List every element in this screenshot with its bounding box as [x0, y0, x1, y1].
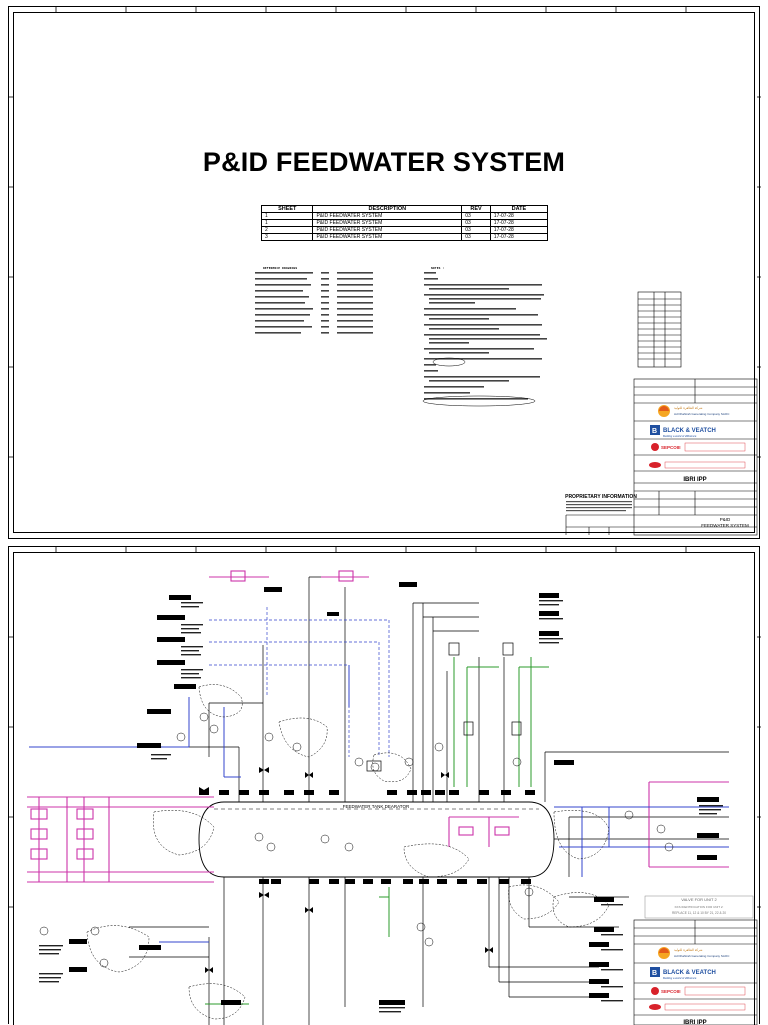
process-lines [129, 576, 729, 1025]
proprietary-heading: PROPRIETARY INFORMATION [565, 494, 637, 500]
blue-lines [29, 665, 729, 943]
label-text-lines [39, 600, 723, 1013]
drawing-title-line1: P&ID [720, 517, 731, 522]
tank-label: FEEDWATER TANK DEARATOR [343, 804, 410, 809]
flow-elements [366, 642, 522, 772]
svg-text:شركة الظاهرة للتوليد: شركة الظاهرة للتوليد [674, 948, 703, 952]
owner-logo-sheet2 [658, 947, 670, 959]
contractor-name: SEPCOIII [661, 445, 681, 450]
drawing-title: P&ID FEEDWATER SYSTEM [202, 147, 566, 177]
blue-dashed-lines [209, 607, 390, 757]
valve-tags-bottom [259, 879, 531, 884]
valve-tags-top [199, 790, 535, 795]
drawing-sheet-1: P&ID FEEDWATER SYSTEM SHEET DESCRIPTION … [8, 6, 761, 539]
instrument-bubbles [39, 712, 674, 968]
contractor-name-sheet2: SEPCOIII [661, 989, 681, 994]
drawing-sheet-2: FEEDWATER TANK DEARATOR [8, 546, 761, 1025]
sepco-logo-icon [651, 443, 659, 451]
sheet-cell: 3 [260, 233, 314, 241]
engineer-tagline: Building a world of difference [663, 434, 697, 438]
sheet-1-frame [13, 12, 755, 533]
sheet-index-table: SHEET DESCRIPTION REV DATE 1 P&ID FEEDWA… [260, 205, 549, 241]
notes-block: NOTES : [431, 265, 444, 272]
bv-logo-icon [650, 425, 660, 435]
sheet-2-title-block [633, 919, 758, 1025]
valve-note-box [644, 895, 754, 919]
equipment-tags [69, 582, 719, 1005]
pid-diagram: FEEDWATER TANK DEARATOR [9, 547, 761, 1025]
valve-note-line1: KKS IDENTIFICATION FOR UNIT 2: [675, 905, 724, 909]
steam-lines [27, 570, 729, 883]
description-cell: P&ID FEEDWATER SYSTEM [312, 233, 463, 241]
engineer-tagline-sheet2: Building a world of difference [663, 976, 697, 980]
date-cell: 17-07-28 [489, 233, 549, 241]
table-row: 1 P&ID FEEDWATER SYSTEM 03 17-07-28 [260, 212, 549, 220]
svg-text:B: B [652, 428, 657, 435]
owner-name-sheet2: Ad Dhahirah Generating Company SAOC [674, 954, 730, 958]
project-name-sheet2: IBRI IPP [683, 1020, 706, 1025]
engineer-name-sheet2: BLACK & VEATCH [663, 970, 716, 976]
svg-text:شركة الظاهرة للتوليد: شركة الظاهرة للتوليد [674, 406, 703, 410]
project-name: IBRI IPP [683, 477, 706, 483]
revision-clouds [86, 684, 610, 1020]
deaerator-tank [198, 801, 555, 878]
engineer-name: BLACK & VEATCH [663, 428, 716, 434]
drawing-title-line2: FEEDWATER SYSTEM [701, 523, 749, 528]
size-table [637, 291, 682, 368]
valve-symbols [199, 767, 493, 973]
sheet-2-frame [13, 552, 755, 1025]
owner-logo [658, 405, 670, 417]
reference-drawings-block: REFERENCE DRAWINGS [263, 265, 297, 272]
table-row: 3 P&ID FEEDWATER SYSTEM 03 17-07-28 [260, 233, 549, 241]
reference-drawings-header: REFERENCE DRAWINGS [263, 266, 298, 270]
valve-note-title: VALVE FOR UNIT 2 [681, 897, 717, 902]
condensate-lines [205, 657, 549, 1005]
title-block-lines [565, 378, 758, 536]
notes-text-lines [424, 272, 547, 400]
valve-note-line2: REPLACE 11, 12 & 10 BY 21, 22 & 20 [672, 911, 726, 915]
owner-name: Ad Dhahirah Generating Company SAOC [674, 412, 730, 416]
notes-header: NOTES : [431, 266, 445, 270]
svg-text:B: B [652, 970, 657, 977]
reference-text-lines [255, 272, 373, 334]
sheet-1-linework: شركة الظاهرة للتوليد Ad Dhahirah Generat… [9, 7, 761, 536]
